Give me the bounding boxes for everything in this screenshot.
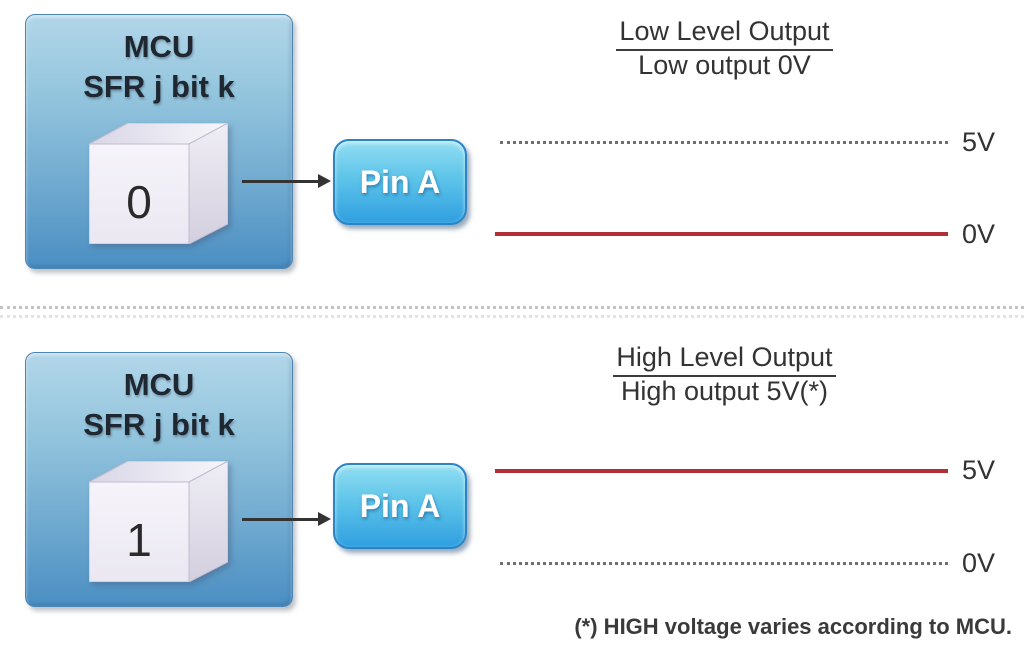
section-subheading: Low output 0V — [638, 50, 811, 80]
voltage-label-0v: 0V — [962, 219, 996, 249]
section-heading: Low Level Output — [616, 16, 833, 51]
pin-a-button: Pin A — [333, 139, 467, 225]
pin-a-label: Pin A — [359, 487, 441, 524]
mcu-label: MCU — [123, 29, 195, 64]
footnote: (*) HIGH voltage varies according to MCU… — [574, 614, 1012, 639]
voltage-line-5v-solid — [495, 469, 948, 473]
bit-value: 0 — [126, 176, 152, 228]
voltage-line-0v-solid — [495, 232, 948, 236]
mcu-label: MCU — [123, 367, 195, 402]
bit-cube-icon — [89, 461, 228, 582]
arrow-to-pin — [242, 174, 331, 188]
mcu-box: MCU SFR j bit k — [25, 14, 293, 269]
section-divider — [0, 306, 1024, 318]
section-heading-wrap: Low Level Output — [497, 16, 952, 51]
pin-a-button: Pin A — [333, 463, 467, 549]
arrow-head-icon — [318, 174, 331, 188]
pin-a-label: Pin A — [359, 163, 441, 200]
voltage-label-5v: 5V — [962, 127, 996, 157]
section-subheading: High output 5V(*) — [620, 376, 829, 406]
arrow-to-pin — [242, 512, 331, 526]
section-heading: High Level Output — [613, 342, 836, 377]
mcu-box-title: MCU SFR j bit k — [26, 27, 292, 108]
voltage-label-5v: 5V — [962, 455, 996, 485]
mcu-box: MCU SFR j bit k — [25, 352, 293, 607]
mcu-box-title: MCU SFR j bit k — [26, 365, 292, 446]
arrow-head-icon — [318, 512, 331, 526]
bit-value: 1 — [126, 514, 152, 566]
sfr-bit-label: SFR j bit k — [83, 69, 235, 105]
bit-cube-icon — [89, 123, 228, 244]
voltage-line-5v-dashed — [500, 141, 948, 144]
section-heading-wrap: High Level Output — [497, 342, 952, 377]
voltage-label-0v: 0V — [962, 548, 996, 578]
arrow-line — [242, 180, 320, 183]
voltage-line-0v-dashed — [500, 562, 948, 565]
arrow-line — [242, 518, 320, 521]
sfr-bit-label: SFR j bit k — [83, 407, 235, 443]
